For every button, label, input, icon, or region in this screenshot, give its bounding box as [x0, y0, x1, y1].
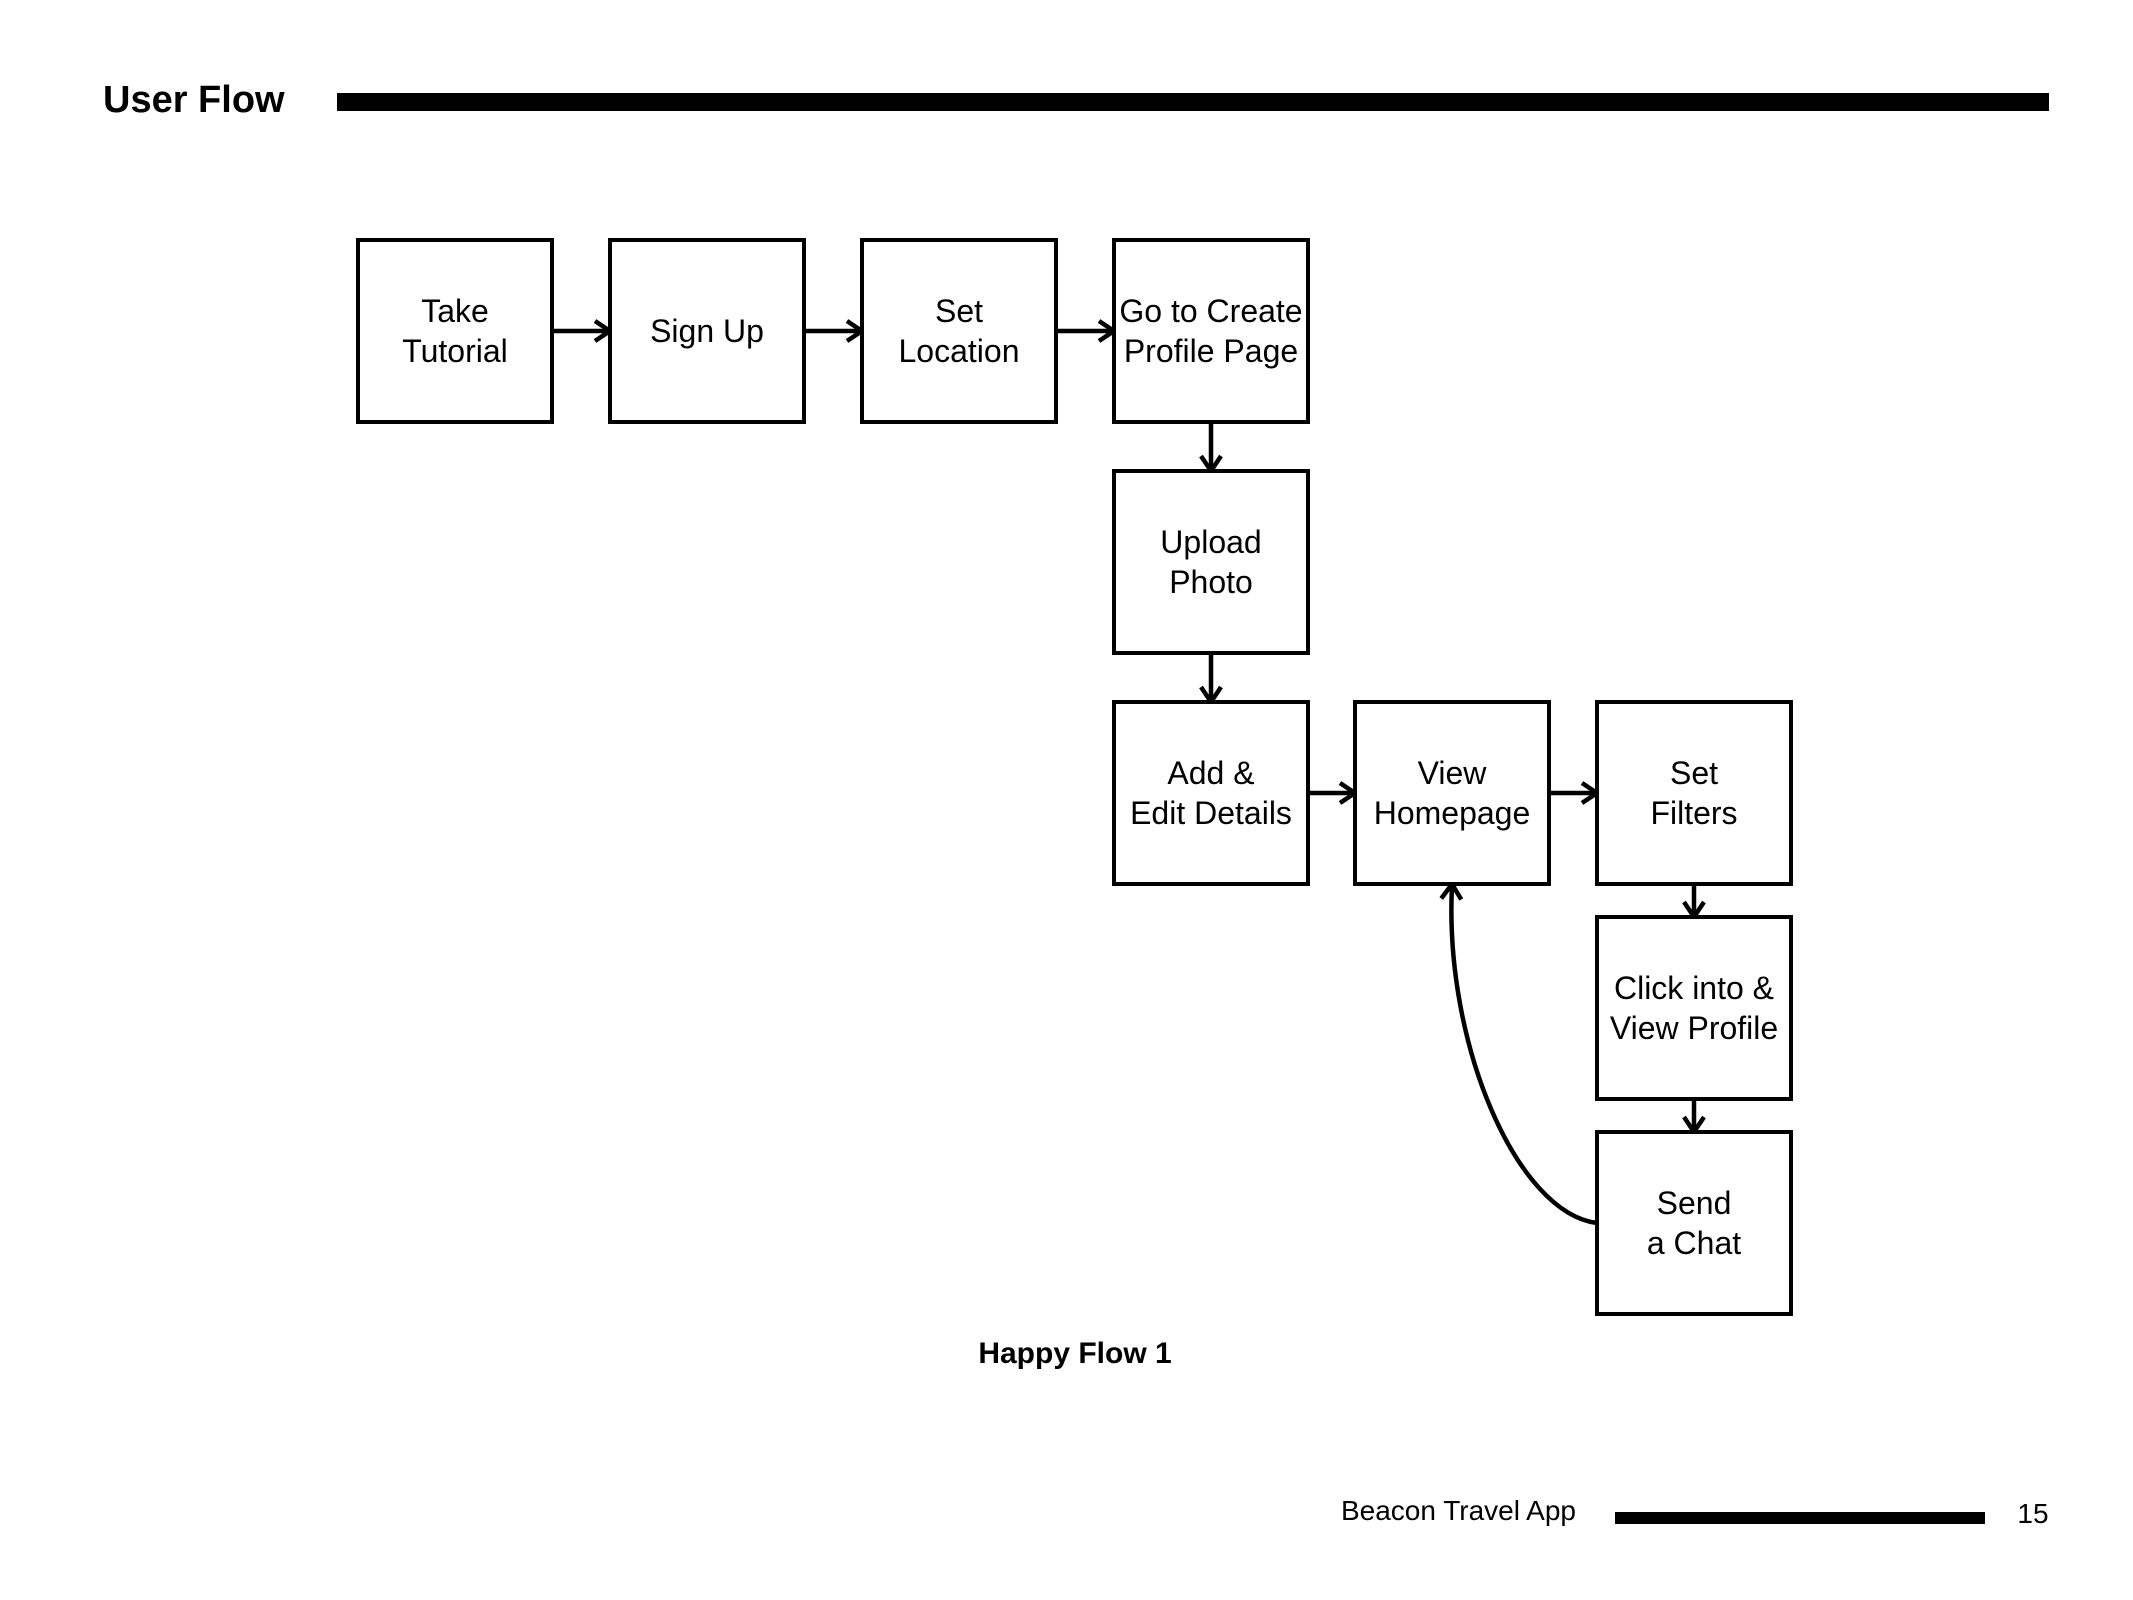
node-label: Add & [1167, 755, 1254, 791]
flow-node-click-into-view-profile: Click into & View Profile [1595, 915, 1793, 1101]
flow-node-send-a-chat: Send a Chat [1595, 1130, 1793, 1316]
node-label: Click into & [1614, 970, 1774, 1006]
edge-line [1449, 885, 1598, 1226]
edge-add-edit-details-to-view-homepage [1308, 781, 1360, 805]
node-label: Homepage [1374, 795, 1531, 831]
node-box [1595, 915, 1793, 1101]
node-label: a Chat [1647, 1225, 1741, 1261]
edge-upload-photo-to-add-edit-details [1199, 653, 1223, 707]
diagram-caption: Happy Flow 1 [978, 1337, 1172, 1370]
node-box [608, 238, 806, 424]
footer-app-name: Beacon Travel App [1340, 1495, 1576, 1526]
flow-edges [552, 319, 1706, 1226]
edge-go-to-create-profile-page-to-upload-photo [1199, 422, 1223, 476]
node-label: Tutorial [402, 333, 508, 369]
node-box [1595, 1130, 1793, 1316]
node-box [860, 238, 1058, 424]
node-label: Set [1670, 755, 1718, 791]
node-label: Go to Create [1119, 293, 1302, 329]
node-box [1595, 700, 1793, 886]
node-label: View [1418, 755, 1488, 791]
node-label: Sign Up [650, 313, 764, 349]
node-box [1112, 238, 1310, 424]
page-number: 15 [2017, 1498, 2049, 1529]
node-box [1353, 700, 1551, 886]
edge-set-location-to-go-to-create-profile-page [1056, 319, 1119, 343]
flow-node-add-edit-details: Add & Edit Details [1112, 700, 1310, 886]
edge-view-homepage-to-set-filters [1549, 781, 1602, 805]
node-label: Filters [1650, 795, 1737, 831]
node-label: Edit Details [1130, 795, 1292, 831]
page-title: User Flow [103, 79, 285, 121]
footer-rule [1615, 1512, 1985, 1524]
edge-click-into-view-profile-to-send-a-chat [1682, 1099, 1706, 1137]
node-box [1112, 469, 1310, 655]
node-label: Upload [1160, 524, 1261, 560]
flow-node-sign-up: Sign Up [608, 238, 806, 424]
edge-set-filters-to-click-into-view-profile [1682, 884, 1706, 922]
node-label: Set [935, 293, 983, 329]
node-box [356, 238, 554, 424]
node-label: Profile Page [1124, 333, 1298, 369]
edge-take-tutorial-to-sign-up [552, 319, 615, 343]
node-box [1112, 700, 1310, 886]
node-label: Send [1657, 1185, 1732, 1221]
title-rule [337, 93, 2049, 111]
node-label: View Profile [1610, 1010, 1778, 1046]
edge-send-a-chat-to-view-homepage [1439, 879, 1598, 1226]
node-label: Photo [1169, 564, 1253, 600]
edge-sign-up-to-set-location [804, 319, 867, 343]
node-label: Take [421, 293, 489, 329]
node-label: Location [899, 333, 1020, 369]
